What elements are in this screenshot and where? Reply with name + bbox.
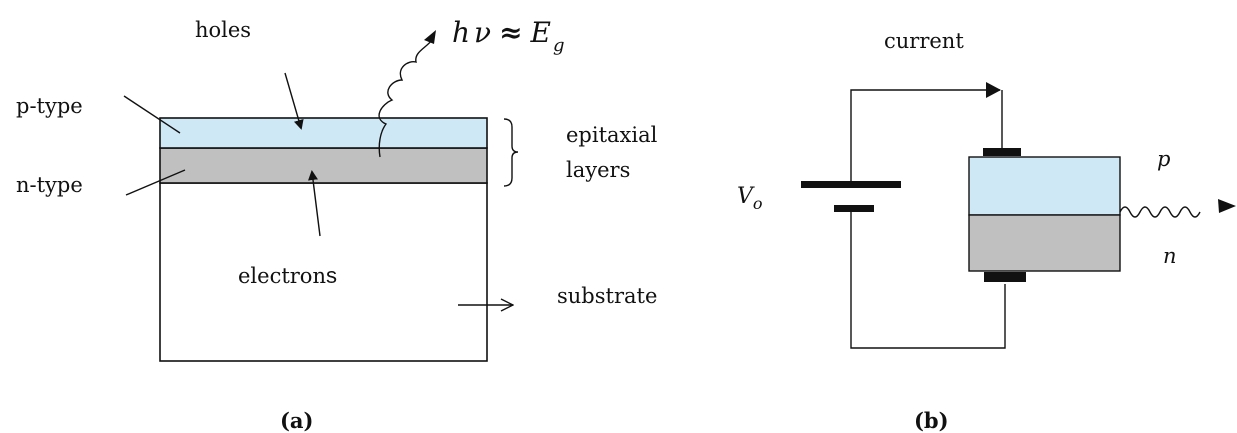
photon-arrowhead-a <box>424 30 436 44</box>
electrons-arrow <box>308 170 321 237</box>
epitaxial-label-line2: layers <box>566 158 630 182</box>
p-region-label: p <box>1157 147 1170 171</box>
diode-p-region <box>968 156 1121 216</box>
electrons-label: electrons <box>238 263 337 288</box>
current-arrowhead <box>986 82 1001 98</box>
photon-wave-a <box>378 39 433 158</box>
substrate-label: substrate <box>557 284 657 308</box>
p-type-label: p-type <box>16 94 83 118</box>
photon-arrowhead-b <box>1218 199 1236 213</box>
epitaxial-label-line1: epitaxial <box>566 123 658 147</box>
epitaxial-bracket <box>503 118 519 187</box>
bottom-electrode <box>984 272 1026 282</box>
voltage-label: Vo <box>737 184 763 213</box>
current-label: current <box>884 29 964 53</box>
top-electrode <box>983 148 1021 156</box>
panel-b: current Vo p n (b) <box>737 29 1236 433</box>
n-type-label: n-type <box>16 173 83 197</box>
n-region-label: n <box>1163 244 1177 268</box>
substrate-block <box>159 182 488 362</box>
battery-short-plate <box>834 205 874 212</box>
photon-wave-b <box>1119 206 1201 218</box>
holes-arrow <box>284 72 304 130</box>
wire-top <box>850 89 1000 183</box>
n-type-leader <box>125 169 186 196</box>
panel-a: holes p-type n-type epitaxial layers sub… <box>16 16 658 433</box>
diode-n-region <box>968 214 1121 272</box>
battery-long-plate <box>801 181 901 188</box>
p-type-leader <box>123 95 181 134</box>
n-type-layer <box>159 147 488 184</box>
caption-a: (a) <box>280 408 313 433</box>
caption-b: (b) <box>914 408 949 433</box>
wire-bottom <box>850 212 1006 349</box>
holes-label: holes <box>195 18 251 42</box>
p-type-layer <box>159 117 488 149</box>
